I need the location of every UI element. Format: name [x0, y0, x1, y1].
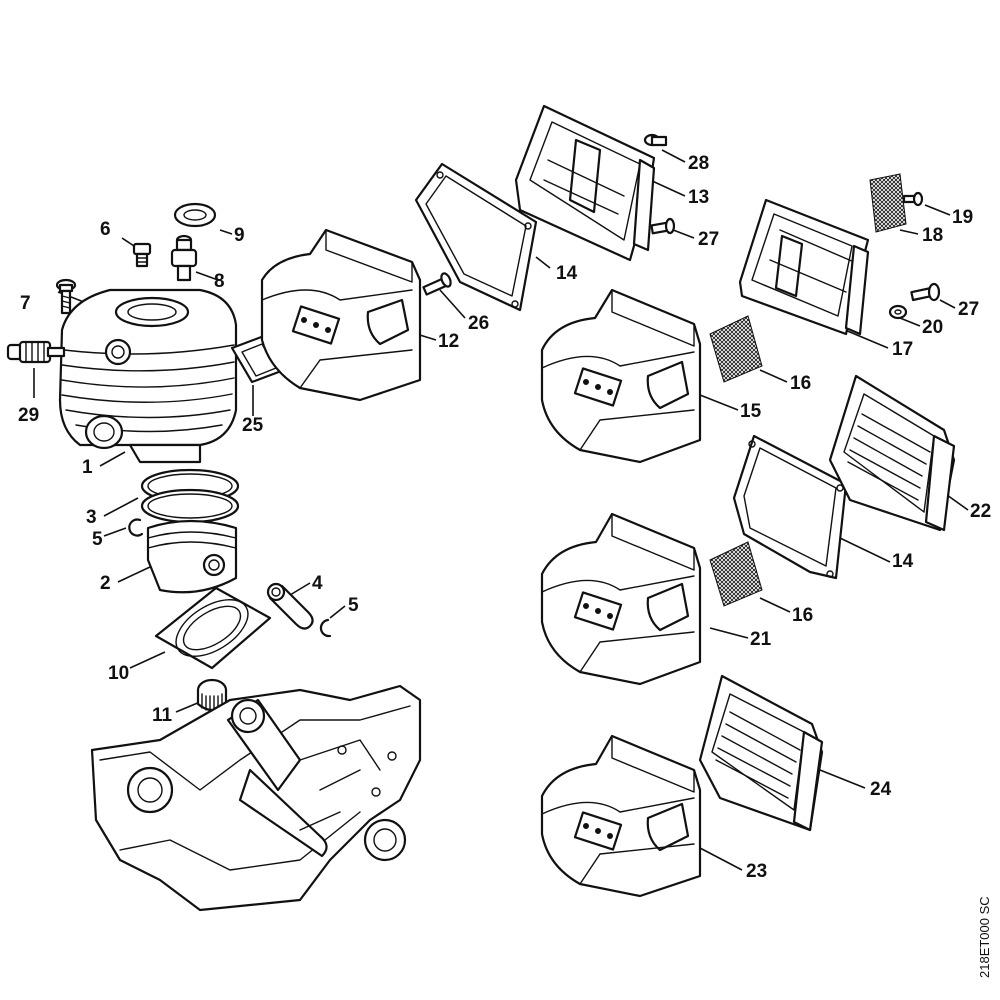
- needle-cage: [196, 678, 228, 712]
- callout-6: 6: [100, 219, 111, 240]
- piston: [146, 519, 238, 594]
- piston-rings: [140, 468, 240, 524]
- muffler-15: [540, 288, 702, 464]
- callout-23: 23: [746, 861, 768, 882]
- callout-16-lower: 16: [792, 605, 814, 626]
- callout-19: 19: [952, 207, 974, 228]
- leader-lines: [33, 149, 969, 871]
- callout-22: 22: [970, 501, 992, 522]
- screw-7: [55, 278, 77, 315]
- callout-25: 25: [242, 415, 264, 436]
- callout-27-right: 27: [958, 299, 980, 320]
- callout-26: 26: [468, 313, 490, 334]
- callout-12: 12: [438, 331, 460, 352]
- screw-28: [643, 133, 668, 147]
- callout-14-middle: 14: [892, 551, 914, 572]
- callout-2: 2: [100, 573, 111, 594]
- callout-3: 3: [86, 507, 97, 528]
- screen-18: [869, 173, 907, 233]
- callout-11: 11: [152, 705, 173, 726]
- circlip-right: [319, 618, 332, 638]
- gasket-14-middle: [732, 434, 848, 580]
- cover-24: [698, 674, 824, 832]
- callout-1: 1: [82, 457, 93, 478]
- callout-20: 20: [922, 317, 944, 338]
- callout-10: 10: [108, 663, 130, 684]
- cover-22: [828, 374, 956, 532]
- callout-24: 24: [870, 779, 892, 800]
- callout-27-top: 27: [698, 229, 720, 250]
- muffler-23: [540, 734, 702, 898]
- screw-19: [902, 191, 924, 207]
- spark-arrest-screen-upper: [709, 315, 763, 383]
- muffler-21: [540, 512, 702, 686]
- callout-17: 17: [892, 339, 914, 360]
- callout-8: 8: [214, 271, 225, 292]
- callout-15: 15: [740, 401, 762, 422]
- callout-21: 21: [750, 629, 772, 650]
- callout-29: 29: [18, 405, 40, 426]
- callout-9: 9: [234, 225, 245, 246]
- callout-7: 7: [20, 293, 31, 314]
- cylinder-gasket: [154, 586, 272, 670]
- callout-16-upper: 16: [790, 373, 812, 394]
- plug-6: [132, 242, 152, 268]
- cover-17: [738, 198, 870, 336]
- callout-28: 28: [688, 153, 710, 174]
- crankcase: [90, 684, 422, 912]
- muffler-12: [260, 228, 422, 402]
- spark-arrest-screen-lower: [709, 541, 763, 607]
- callout-13: 13: [688, 187, 710, 208]
- piston-pin: [266, 582, 314, 630]
- circlip-left: [128, 518, 144, 537]
- callout-14-top: 14: [556, 263, 578, 284]
- spring-ring-9: [173, 202, 217, 228]
- screw-27-top: [650, 217, 676, 235]
- callout-5-right: 5: [348, 595, 359, 616]
- cylinder: [58, 288, 238, 464]
- screw-26: [422, 272, 452, 296]
- spark-plug: [6, 340, 66, 364]
- callout-18: 18: [922, 225, 944, 246]
- washer-20: [888, 304, 908, 320]
- callout-5-left: 5: [92, 529, 103, 550]
- top-plate-13: [514, 104, 656, 262]
- decompression-valve: [170, 234, 198, 282]
- drawing-code: 218ET000 SC: [977, 896, 992, 978]
- screw-27-right: [910, 282, 941, 302]
- callout-4: 4: [312, 573, 323, 594]
- gasket-14-top: [414, 162, 538, 312]
